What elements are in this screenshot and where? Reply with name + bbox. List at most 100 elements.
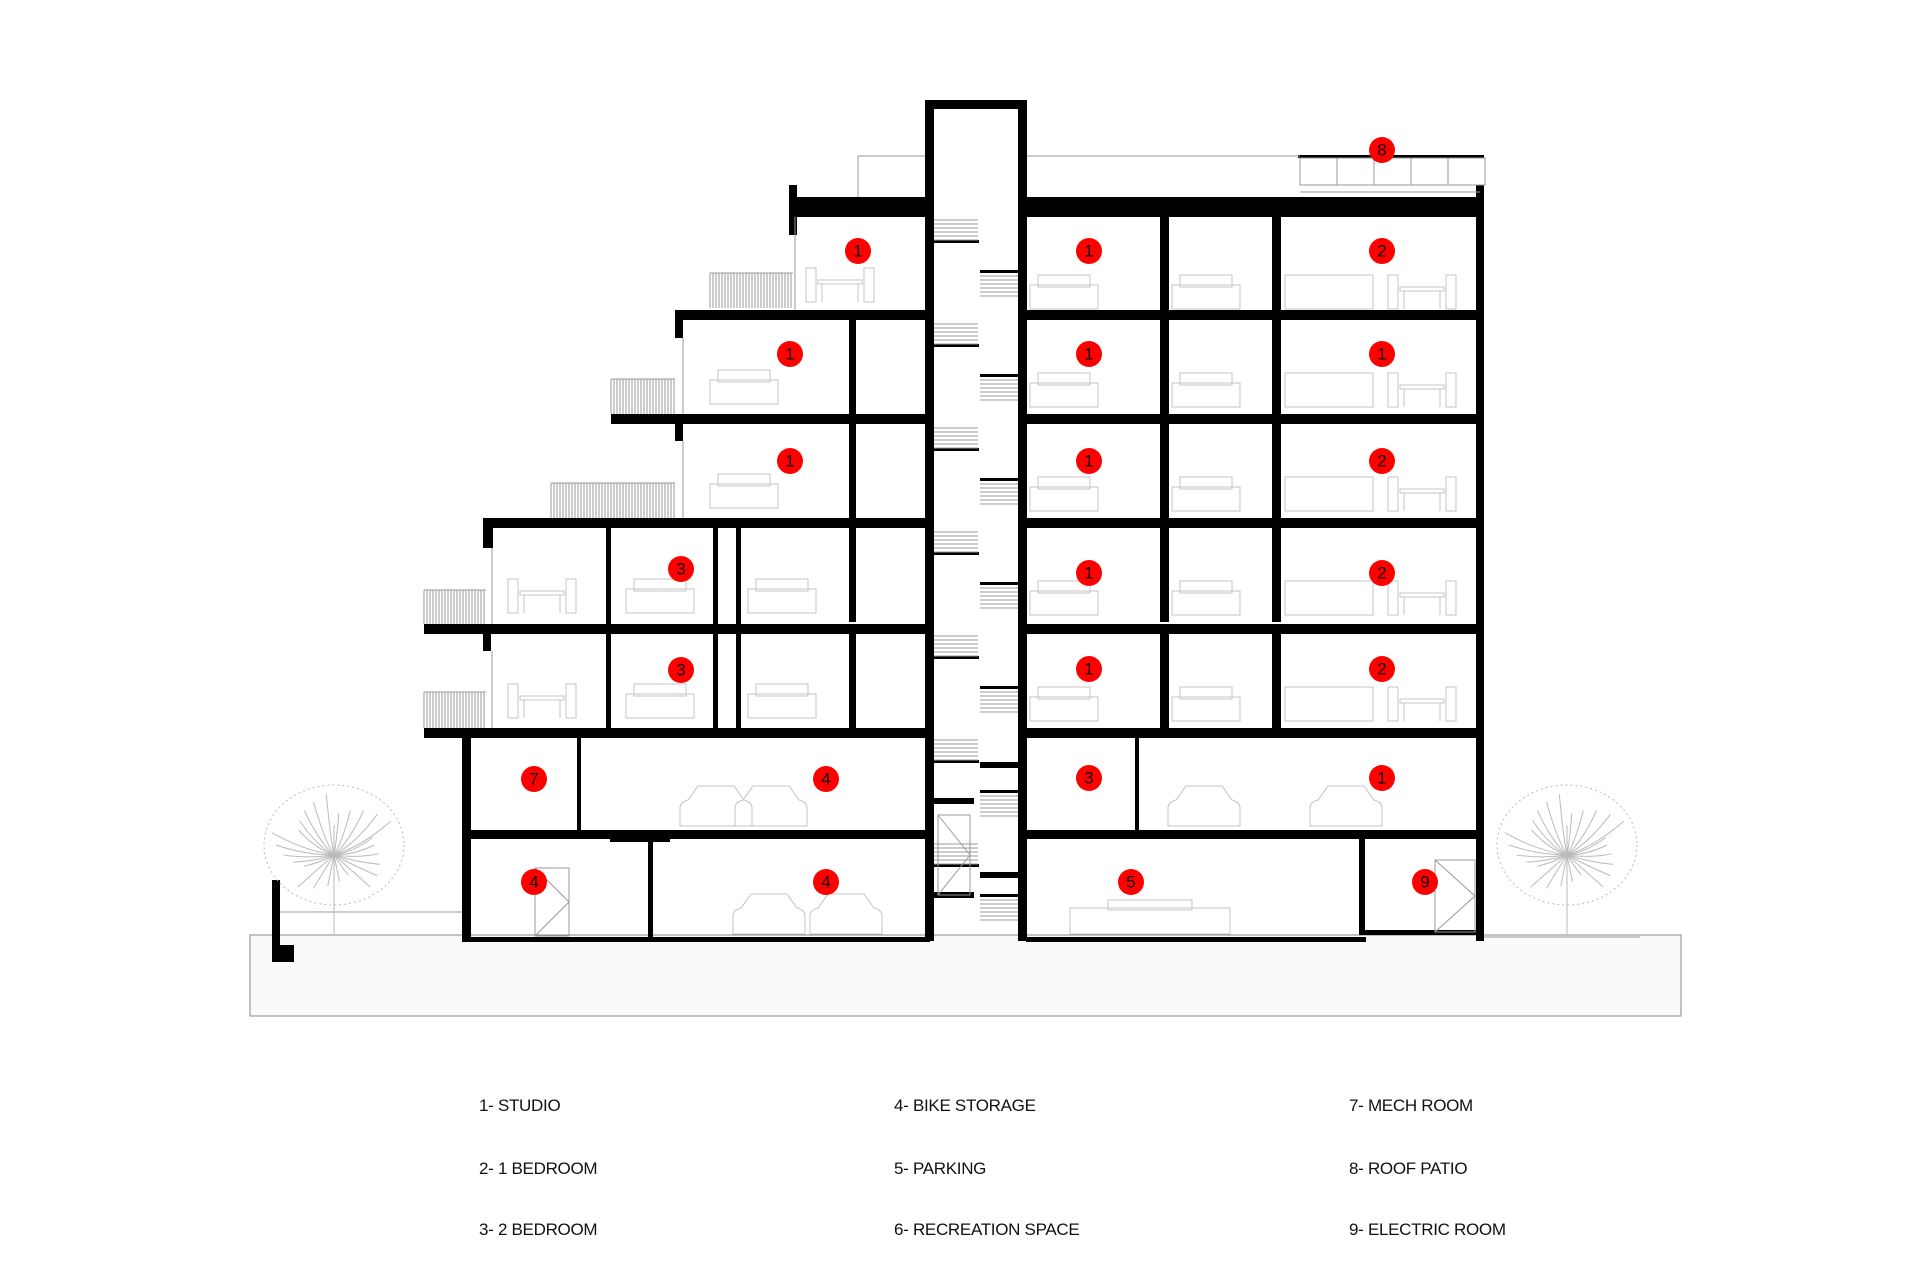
chair	[507, 683, 519, 719]
floor-slab	[1026, 518, 1484, 528]
room-marker: 1	[1076, 448, 1102, 474]
kitchen-counter	[1284, 274, 1374, 310]
tree-branch	[333, 854, 349, 876]
partition-wall	[713, 629, 718, 733]
partition-wall	[849, 629, 856, 728]
tree-branch	[1566, 813, 1611, 856]
marker-circle	[1076, 656, 1102, 682]
car	[679, 785, 753, 827]
tree-branch	[333, 820, 391, 856]
partition-wall	[849, 419, 856, 518]
tree-branch	[275, 844, 335, 856]
marker-circle	[1369, 448, 1395, 474]
furniture-outlines	[507, 267, 1457, 935]
legend-item: 6- RECREATION SPACE	[894, 1220, 1080, 1239]
tree-branch	[333, 813, 340, 856]
marker-circle	[1076, 238, 1102, 264]
marker-number: 1	[1084, 242, 1093, 261]
base-slab	[462, 937, 930, 942]
roof-slab-left	[793, 197, 933, 217]
chair	[1445, 274, 1457, 310]
tree-branch	[1566, 854, 1611, 877]
marker-circle	[521, 766, 547, 792]
table	[1399, 286, 1445, 292]
trees	[263, 784, 1638, 935]
wall-stub	[675, 310, 683, 338]
room-marker: 1	[1076, 560, 1102, 586]
ground-floor-slab	[466, 830, 930, 839]
floor-slab	[1026, 728, 1484, 738]
tree-branch	[1566, 854, 1614, 865]
kitchen-counter	[1284, 372, 1374, 408]
tree-branch	[333, 853, 379, 857]
partition-wall	[713, 523, 718, 627]
core-landing	[980, 872, 1018, 878]
marker-number: 4	[821, 873, 830, 892]
parapet-line	[857, 155, 925, 197]
chair	[863, 267, 875, 303]
room-marker: 2	[1369, 238, 1395, 264]
headboard	[1037, 686, 1091, 700]
table	[519, 695, 565, 701]
tree-branch	[313, 854, 335, 889]
bed	[1029, 382, 1099, 408]
marker-circle	[1118, 869, 1144, 895]
headboard	[717, 473, 771, 487]
headboard	[1037, 476, 1091, 490]
parapet-left	[789, 185, 797, 235]
core-roof	[925, 100, 1027, 109]
ground-strip	[249, 934, 1682, 1017]
marker-circle	[1076, 341, 1102, 367]
stair-landing	[980, 478, 1018, 481]
headboard	[633, 578, 687, 592]
floor-slab	[424, 624, 930, 634]
table	[1399, 488, 1445, 494]
marker-circle	[668, 556, 694, 582]
room-marker: 1	[1076, 656, 1102, 682]
car	[734, 785, 808, 827]
marker-circle	[668, 657, 694, 683]
room-marker: 4	[521, 869, 547, 895]
table	[519, 590, 565, 596]
ground-floor-slab	[1026, 830, 1484, 839]
patio-panel	[1447, 157, 1486, 186]
chair	[1387, 274, 1399, 310]
marker-circle	[1412, 869, 1438, 895]
headboard	[1179, 274, 1233, 288]
tree-canopy	[1496, 784, 1638, 906]
kitchen-counter	[1284, 686, 1374, 722]
line	[937, 854, 971, 896]
tree-branch	[297, 854, 335, 888]
marker-number: 2	[1377, 452, 1386, 471]
floor-slab	[611, 414, 930, 424]
unit-wall	[1272, 629, 1281, 728]
tree-branch	[1566, 854, 1582, 876]
building-structure	[424, 100, 1484, 942]
room-marker: 9	[1412, 869, 1438, 895]
tree-branch	[1526, 854, 1568, 863]
tree-branch	[1566, 854, 1604, 888]
bed	[1029, 486, 1099, 512]
door	[1434, 859, 1476, 933]
table	[1399, 698, 1445, 704]
floor-slab	[675, 310, 930, 320]
room-marker: 3	[668, 657, 694, 683]
patio-panel	[1410, 157, 1449, 186]
tree-branch	[271, 832, 335, 856]
marker-number: 1	[1377, 345, 1386, 364]
marker-number: 5	[1126, 873, 1135, 892]
legend-item: 1- STUDIO	[479, 1096, 561, 1115]
chair	[507, 578, 519, 614]
beam	[610, 836, 670, 842]
tree-branch	[325, 794, 335, 856]
unit-wall	[1160, 629, 1169, 728]
garage-wall	[1135, 738, 1139, 830]
marker-circle	[777, 341, 803, 367]
marker-number: 1	[1084, 564, 1093, 583]
legend-item: 5- PARKING	[894, 1159, 987, 1178]
kitchen-counter	[1284, 476, 1374, 512]
tree-branch	[1504, 832, 1568, 856]
room-marker: 8	[1369, 137, 1395, 163]
stair-landing	[980, 894, 1018, 897]
